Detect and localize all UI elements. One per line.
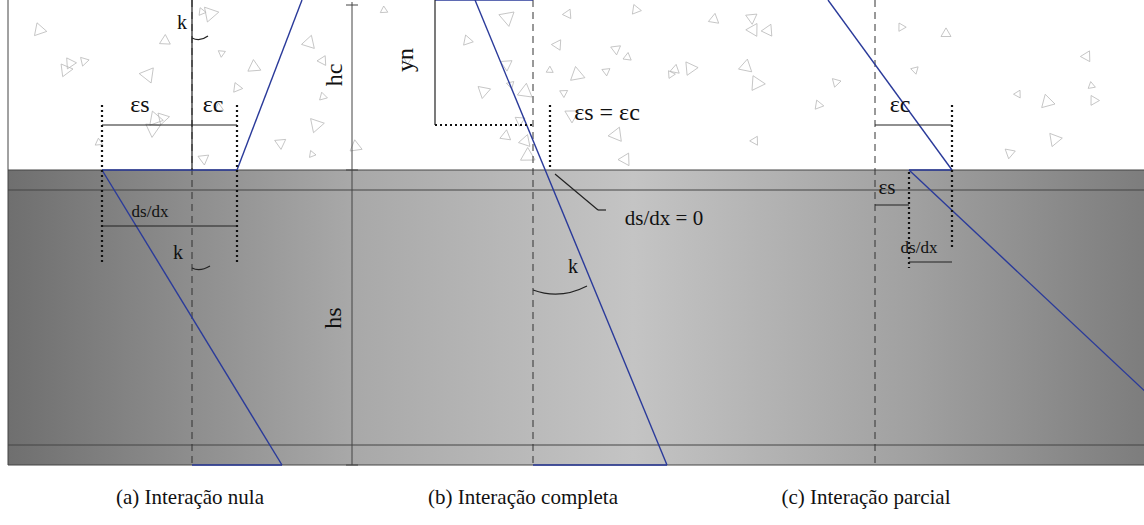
aggregate-mark (669, 71, 676, 79)
aggregate-mark (311, 119, 325, 133)
aggregate-mark (234, 83, 243, 93)
aggregate-mark (205, 7, 219, 22)
aggregate-mark (320, 92, 328, 100)
aggregate-mark (519, 135, 530, 147)
slip-label: ds/dx (132, 203, 169, 220)
aggregate-mark (150, 111, 164, 125)
aggregate-mark (911, 67, 918, 74)
aggregate-mark (248, 60, 261, 72)
strain-label: εs = εc (574, 100, 640, 124)
aggregate-mark (302, 35, 315, 48)
aggregate-mark (746, 14, 757, 24)
caption-label: (b) Interação completa (428, 487, 618, 508)
aggregate-mark (1088, 82, 1095, 89)
dimension-label: hs (321, 307, 345, 328)
aggregate-mark (686, 62, 698, 75)
aggregate-mark (380, 6, 388, 13)
angle-label: k (173, 242, 183, 262)
aggregate-mark (608, 127, 621, 141)
aggregate-mark (464, 35, 474, 45)
aggregate-mark (199, 8, 206, 16)
aggregate-mark (310, 151, 317, 158)
aggregate-mark (1080, 51, 1089, 62)
aggregate-mark (832, 79, 841, 88)
strain-label: εs (879, 177, 896, 198)
aggregate-mark (941, 28, 951, 37)
dimension-label: hc (322, 64, 346, 87)
aggregate-mark (146, 124, 161, 137)
caption-label: (a) Interação nula (116, 487, 264, 508)
strain-label: εc (203, 92, 224, 116)
aggregate-mark (67, 58, 77, 69)
aggregate-mark (560, 91, 568, 98)
aggregate-mark (160, 35, 171, 45)
aggregate-mark (761, 24, 772, 36)
aggregate-mark (139, 68, 153, 83)
aggregate-mark (562, 9, 570, 18)
aggregate-mark (551, 40, 560, 50)
angle-label: k (568, 256, 578, 276)
caption-label: (c) Interação parcial (781, 487, 950, 508)
aggregate-mark (1014, 90, 1021, 98)
strain-label: εs (130, 92, 149, 116)
aggregate-mark (1091, 96, 1100, 106)
aggregate-mark (708, 13, 718, 23)
slip-label: ds/dx (901, 239, 938, 256)
aggregate-mark (1050, 133, 1063, 146)
aggregate-mark (198, 155, 209, 165)
aggregate-mark (632, 5, 641, 15)
aggregate-mark (815, 100, 824, 109)
aggregate-mark (746, 24, 757, 37)
aggregate-mark (81, 57, 90, 66)
aggregate-mark (500, 130, 511, 140)
slip-label: ds/dx = 0 (625, 208, 703, 229)
aggregate-mark (218, 51, 225, 58)
angle-label: k (177, 12, 187, 32)
aggregate-mark (275, 139, 286, 149)
aggregate-mark (739, 59, 752, 72)
strain-label: εc (890, 92, 911, 116)
aggregate-mark (546, 66, 553, 72)
aggregate-mark (602, 69, 610, 76)
dimension-label: yn (393, 48, 417, 72)
aggregate-mark (623, 53, 631, 61)
aggregate-mark (478, 87, 491, 99)
aggregate-mark (499, 12, 514, 26)
aggregate-mark (158, 113, 170, 125)
aggregate-mark (517, 83, 532, 97)
aggregate-mark (571, 67, 585, 81)
aggregate-mark (611, 46, 621, 55)
aggregate-mark (1005, 149, 1015, 159)
aggregate-mark (750, 136, 758, 145)
aggregate-mark (1042, 94, 1055, 107)
aggregate-mark (899, 23, 906, 31)
aggregate-mark (35, 23, 47, 36)
aggregate-mark (752, 76, 765, 91)
aggregate-mark (618, 153, 629, 166)
